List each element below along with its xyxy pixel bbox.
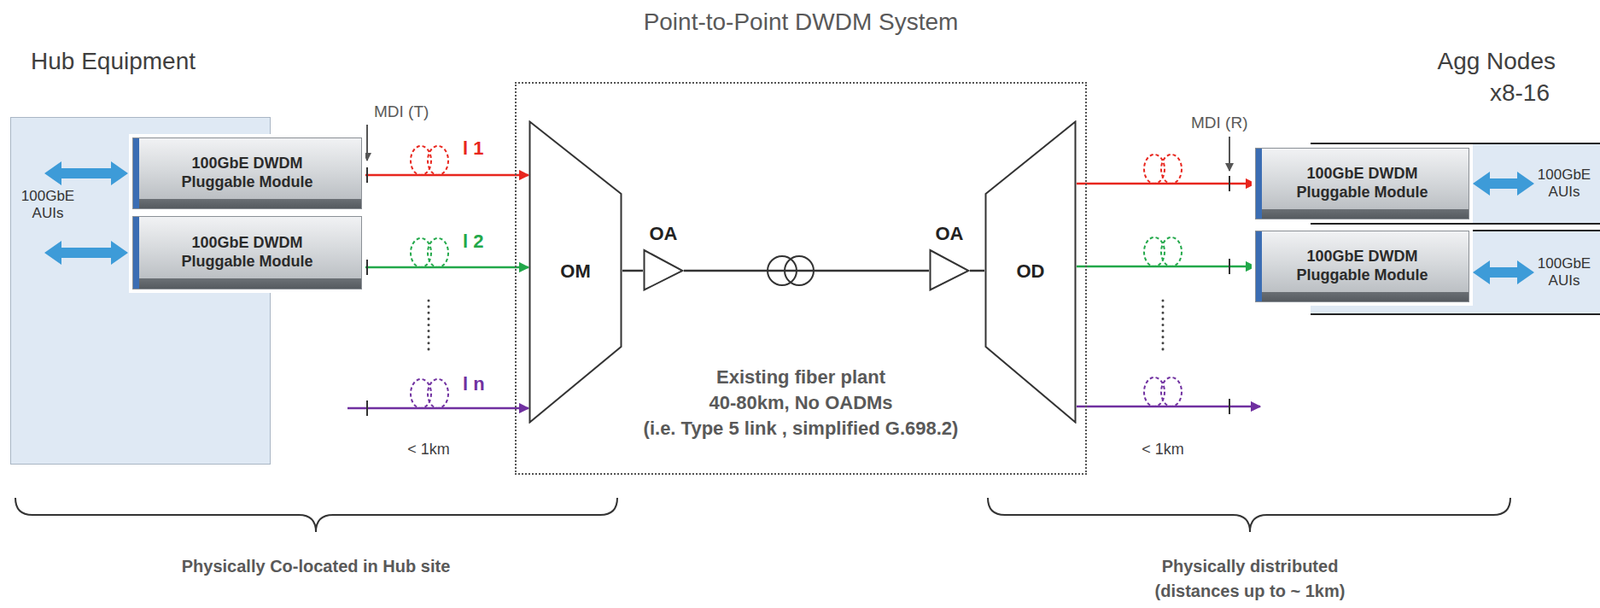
group-bracket xyxy=(987,497,1511,532)
optical-demux-shape xyxy=(986,122,1076,423)
double-arrow xyxy=(44,161,129,186)
mdi-ticks xyxy=(367,167,1230,416)
fiber-connector xyxy=(622,269,643,273)
module-label: 100GbE DWDM Pluggable Module xyxy=(170,154,325,192)
system-note: 40-80km, No OADMs xyxy=(708,391,893,415)
fiber-connector xyxy=(683,269,929,273)
distance-label: < 1km xyxy=(1141,440,1185,460)
coil xyxy=(1161,377,1182,407)
module-label: 100GbE DWDM Pluggable Module xyxy=(170,233,325,271)
fiber-connector xyxy=(969,269,985,273)
coil xyxy=(1161,237,1182,267)
coil xyxy=(784,256,814,286)
tick xyxy=(366,259,368,275)
coil xyxy=(767,256,797,286)
demux-label: OD xyxy=(1016,260,1046,283)
tick xyxy=(366,167,368,183)
fiber-connector xyxy=(1076,265,1256,269)
fiber-connector xyxy=(362,266,529,269)
coil xyxy=(427,379,449,409)
double-arrow xyxy=(44,240,129,265)
optical-amplifier: OA xyxy=(642,222,684,292)
dotted-line xyxy=(1162,300,1165,352)
module-label: 100GbE DWDM Pluggable Module xyxy=(1285,164,1440,202)
coil xyxy=(427,145,449,176)
double-arrow xyxy=(1472,171,1535,196)
amplifier-label: OA xyxy=(649,222,678,246)
interface-point-label: MDI (T) xyxy=(373,102,429,123)
fiber-connector xyxy=(1076,182,1256,186)
interface-label: 100GbE AUIs xyxy=(1537,166,1591,202)
optical-amplifier-shape xyxy=(644,250,684,291)
group-bracket xyxy=(15,497,618,532)
bracket-caption: Physically distributed xyxy=(1162,555,1339,577)
optical-demux: OD xyxy=(984,120,1077,424)
dwdm-system-box: OMOAOAODPoint-to-Point DWDM SystemExisti… xyxy=(514,81,1087,475)
bracket-caption: Physically Co-located in Hub site xyxy=(181,555,451,577)
optical-mux: OM xyxy=(528,120,623,424)
distance-label: < 1km xyxy=(407,440,450,460)
system-title: Point-to-Point DWDM System xyxy=(643,7,959,37)
wavelength-label: l 1 xyxy=(462,137,484,160)
module-label: 100GbE DWDM Pluggable Module xyxy=(1285,247,1440,285)
pluggable-module: 100GbE DWDM Pluggable Module xyxy=(132,137,363,210)
dotted-line xyxy=(427,300,431,352)
tick xyxy=(366,400,368,416)
tick xyxy=(1228,258,1231,275)
interface-label: 100GbE AUIs xyxy=(21,187,75,223)
mux-label: OM xyxy=(560,260,590,283)
coil xyxy=(427,238,449,268)
wavelength-label: l n xyxy=(462,373,485,396)
system-note: Existing fiber plant xyxy=(716,366,886,389)
pluggable-module: 100GbE DWDM Pluggable Module xyxy=(1255,230,1470,303)
group-heading: Agg Nodes xyxy=(1436,46,1556,76)
interface-point-label: MDI (R) xyxy=(1191,113,1248,134)
optical-mux-shape xyxy=(530,122,622,423)
count-label: x8-16 xyxy=(1489,78,1550,108)
wavelength-label: l 2 xyxy=(462,230,484,253)
pluggable-module: 100GbE DWDM Pluggable Module xyxy=(132,216,363,290)
group-heading: Hub Equipment xyxy=(30,46,196,76)
optical-amplifier-shape xyxy=(930,250,970,291)
system-note: (i.e. Type 5 link , simplified G.698.2) xyxy=(643,417,959,440)
double-arrow xyxy=(1472,260,1535,285)
amplifier-label: OA xyxy=(935,222,964,246)
fiber-line xyxy=(1076,405,1261,409)
pluggable-module: 100GbE DWDM Pluggable Module xyxy=(1255,147,1470,220)
trunk-coil xyxy=(767,256,814,286)
mdi-pointer xyxy=(1228,136,1231,171)
optical-amplifier: OA xyxy=(928,222,970,292)
tick xyxy=(1228,398,1231,415)
fiber-connector xyxy=(362,174,529,177)
mdi-pointer xyxy=(366,124,368,161)
coil xyxy=(1161,154,1182,184)
interface-label: 100GbE AUIs xyxy=(1537,255,1591,291)
tick xyxy=(1228,175,1231,192)
bracket-caption: (distances up to ~ 1km) xyxy=(1155,580,1346,602)
